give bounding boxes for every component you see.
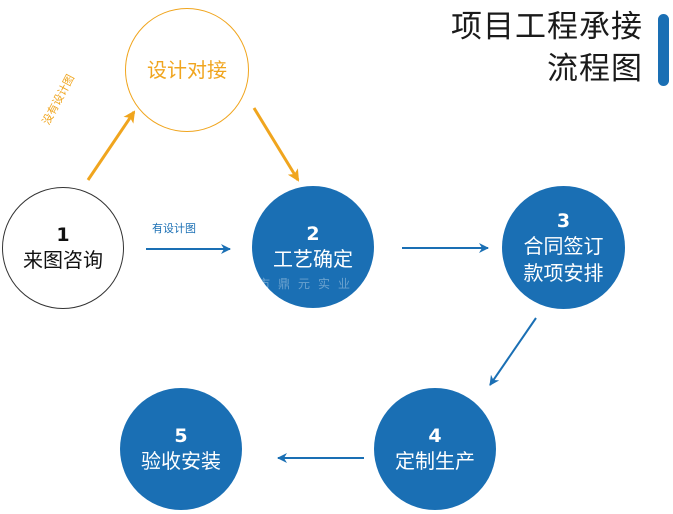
node-step-4-label: 定制生产: [395, 448, 475, 473]
node-step-3: 3 合同签订 款项安排: [502, 186, 625, 309]
arrow-no-drawing: [86, 110, 136, 181]
edge-label-has-drawing: 有设计图: [152, 222, 196, 235]
title-accent-bar: [658, 14, 669, 86]
arrow-3-to-4: [489, 317, 537, 386]
page-subtitle: 流程图: [547, 51, 643, 87]
arrow-design-to-2: [252, 107, 300, 182]
node-step-5-number: 5: [174, 424, 188, 447]
node-design-label: 设计对接: [147, 57, 227, 82]
node-step-1-number: 1: [56, 223, 70, 246]
node-step-2-number: 2: [306, 222, 320, 245]
node-step-1-label: 来图咨询: [23, 247, 103, 272]
node-step-3-label-line2: 款项安排: [523, 260, 604, 285]
watermark: 市鼎元实业: [258, 277, 359, 291]
node-step-3-number: 3: [556, 209, 571, 232]
node-step-2: 2 工艺确定: [252, 186, 374, 308]
node-design-docking: 设计对接: [125, 8, 249, 132]
node-step-5: 5 验收安装: [120, 388, 242, 510]
node-step-4-number: 4: [428, 424, 442, 447]
node-step-2-label: 工艺确定: [273, 246, 353, 271]
node-step-4: 4 定制生产: [374, 388, 496, 510]
node-step-3-label-line1: 合同签订: [523, 233, 604, 258]
node-step-5-label: 验收安装: [141, 448, 221, 473]
node-step-1: 1 来图咨询: [2, 187, 124, 309]
page-title: 项目工程承接: [451, 9, 643, 45]
